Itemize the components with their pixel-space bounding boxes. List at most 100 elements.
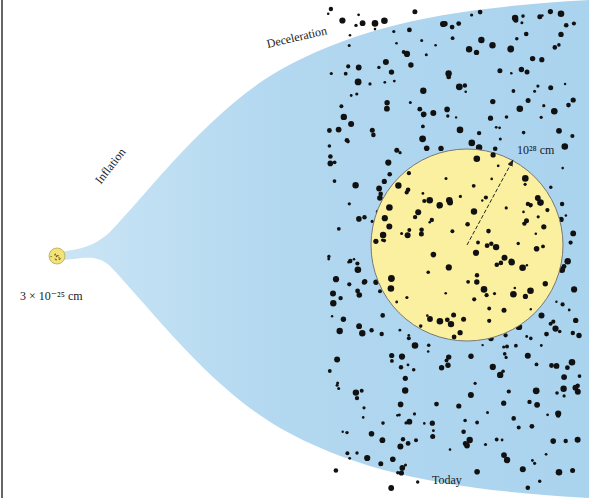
galaxy-dot	[474, 469, 480, 475]
galaxy-dot	[530, 56, 535, 61]
galaxy-dot	[561, 167, 564, 170]
galaxy-dot	[536, 85, 539, 88]
galaxy-dot	[395, 301, 398, 304]
galaxy-dot	[471, 208, 477, 214]
galaxy-dot	[507, 46, 514, 53]
galaxy-dot	[374, 28, 377, 31]
galaxy-dot	[561, 374, 567, 380]
galaxy-dot	[445, 317, 450, 322]
galaxy-dot	[512, 15, 518, 21]
galaxy-dot	[488, 116, 493, 121]
galaxy-dot	[396, 414, 399, 417]
galaxy-dot	[419, 135, 426, 142]
galaxy-dot	[440, 21, 446, 27]
galaxy-dot	[368, 82, 371, 85]
galaxy-dot	[450, 229, 454, 233]
galaxy-dot	[497, 164, 500, 167]
galaxy-dot	[330, 72, 333, 75]
galaxy-dot	[419, 324, 423, 328]
galaxy-dot	[526, 486, 531, 491]
galaxy-dot	[565, 258, 571, 264]
galaxy-dot	[348, 44, 351, 47]
galaxy-dot	[408, 334, 411, 337]
galaxy-dot	[522, 175, 529, 182]
galaxy-dot	[416, 480, 419, 483]
galaxy-dot	[369, 431, 375, 437]
galaxy-dot	[422, 199, 426, 203]
galaxy-dot	[527, 287, 534, 294]
galaxy-dot	[533, 462, 536, 465]
galaxy-dot	[557, 43, 561, 47]
galaxy-dot	[535, 232, 538, 235]
galaxy-dot	[530, 424, 535, 429]
galaxy-dot	[362, 279, 367, 284]
phase-label: Deceleration	[266, 24, 329, 51]
galaxy-dot	[347, 261, 350, 264]
galaxy-dot	[466, 280, 470, 284]
galaxy-dot	[570, 468, 575, 473]
galaxy-dot	[548, 85, 553, 90]
galaxy-dot	[527, 400, 531, 404]
galaxy-dot	[510, 72, 513, 75]
galaxy-dot	[514, 287, 517, 290]
galaxy-dot	[507, 389, 511, 393]
galaxy-dot	[505, 345, 509, 349]
galaxy-dot	[427, 350, 430, 353]
galaxy-dot	[545, 453, 548, 456]
galaxy-dot	[434, 402, 439, 407]
galaxy-dot	[526, 264, 528, 266]
galaxy-dot	[396, 471, 399, 474]
galaxy-dot	[345, 451, 349, 455]
galaxy-dot	[551, 108, 558, 115]
galaxy-dot	[565, 365, 570, 370]
galaxy-dot	[539, 313, 545, 319]
galaxy-dot	[572, 21, 576, 25]
galaxy-dot	[555, 301, 557, 303]
galaxy-dot	[446, 264, 452, 270]
galaxy-dot	[541, 14, 544, 17]
galaxy-dot	[493, 244, 499, 250]
galaxy-dot	[412, 342, 419, 349]
galaxy-dot	[331, 315, 333, 317]
galaxy-dot	[438, 146, 443, 151]
galaxy-dot	[430, 110, 436, 116]
galaxy-dot	[485, 243, 490, 248]
galaxy-dot	[386, 224, 392, 230]
galaxy-dot	[535, 195, 541, 201]
galaxy-dot	[407, 364, 410, 367]
galaxy-dot	[355, 267, 362, 274]
galaxy-dot	[423, 422, 426, 425]
expansion-funnel	[57, 0, 589, 498]
galaxy-dot	[334, 468, 339, 473]
galaxy-dot	[360, 20, 366, 26]
galaxy-dot	[539, 57, 544, 62]
galaxy-dot	[474, 156, 481, 163]
galaxy-dot	[531, 459, 534, 462]
galaxy-dot	[407, 228, 411, 232]
galaxy-dot	[554, 363, 560, 369]
galaxy-dot	[402, 50, 406, 54]
galaxy-dot	[490, 178, 493, 181]
galaxy-dot	[549, 186, 552, 189]
galaxy-dot	[573, 385, 579, 391]
galaxy-dot	[473, 250, 479, 256]
galaxy-dot	[545, 208, 549, 212]
galaxy-dot	[350, 94, 353, 97]
galaxy-dot	[521, 14, 525, 18]
galaxy-dot	[407, 28, 412, 33]
galaxy-dot	[402, 387, 408, 393]
galaxy-dot	[413, 215, 417, 219]
galaxy-dot	[439, 365, 444, 370]
galaxy-dot	[525, 353, 531, 359]
time-label: Today	[432, 474, 462, 487]
galaxy-dot	[487, 307, 491, 311]
galaxy-dot	[357, 292, 363, 298]
galaxy-dot	[544, 332, 549, 337]
galaxy-dot	[501, 369, 505, 373]
galaxy-dot	[452, 335, 457, 340]
galaxy-dot	[446, 354, 451, 359]
galaxy-dot	[328, 144, 332, 148]
galaxy-dot	[427, 316, 433, 322]
galaxy-dot	[481, 199, 483, 201]
